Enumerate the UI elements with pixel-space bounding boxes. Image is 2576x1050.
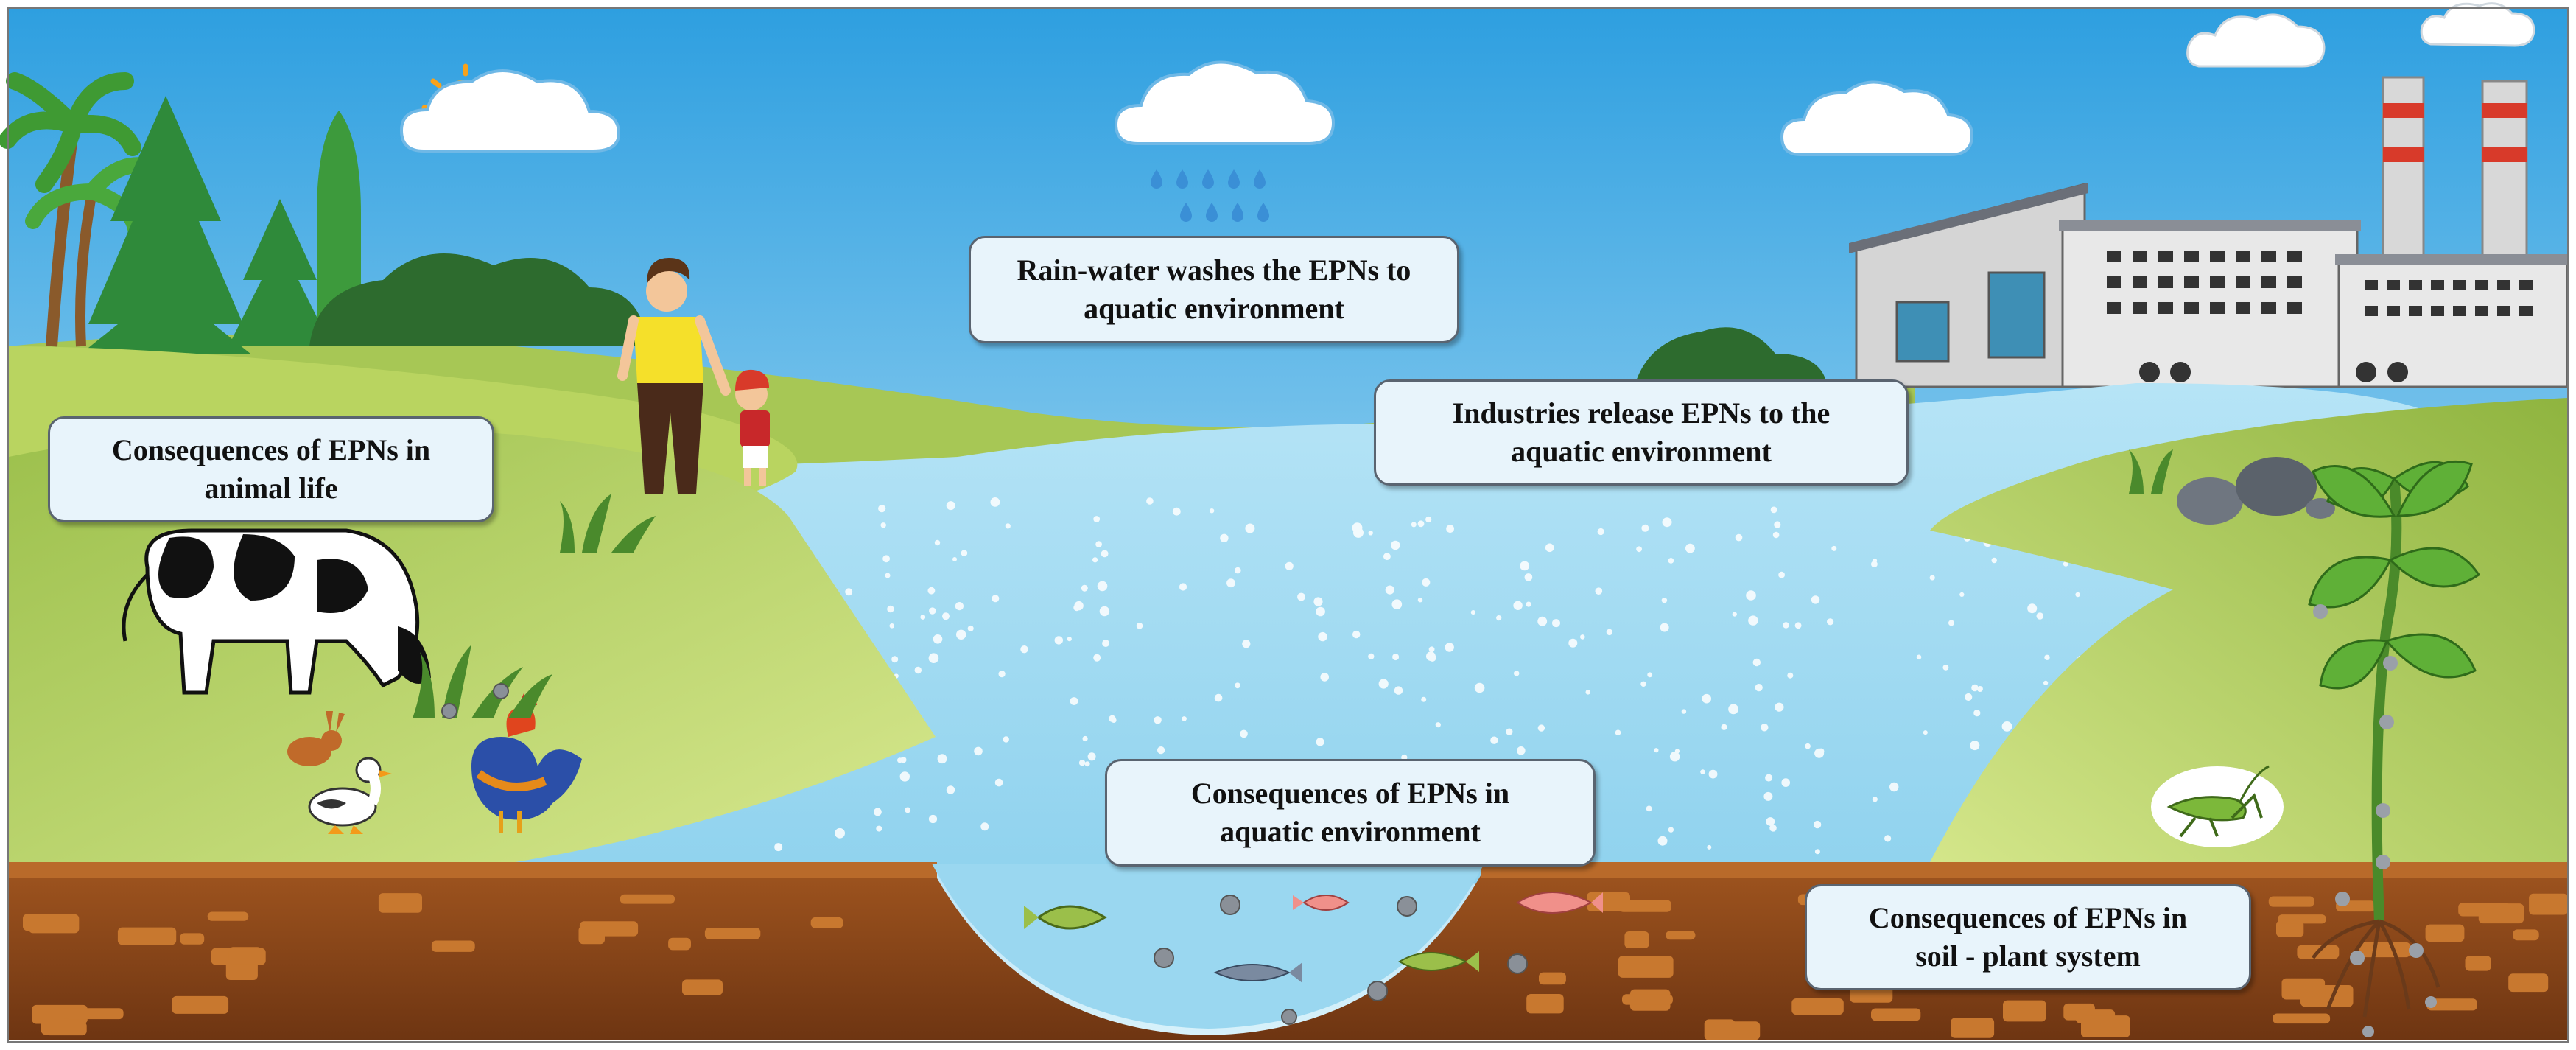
person-icon xyxy=(617,258,731,494)
label-aquatic: Consequences of EPNs in aquatic environm… xyxy=(1105,759,1596,867)
pond-basin xyxy=(932,864,1484,1029)
label-animal-line1: Consequences of EPNs in xyxy=(111,433,431,466)
tree-icon xyxy=(81,96,361,354)
label-animal: Consequences of EPNs in animal life xyxy=(48,416,494,522)
soil-top xyxy=(9,862,937,878)
bushes xyxy=(1635,327,1827,383)
label-soil-line2: soil - plant system xyxy=(1915,939,2141,973)
label-industry-line1: Industries release EPNs to the xyxy=(1452,396,1831,430)
rain-drops-icon xyxy=(1151,169,1269,222)
cloud-icon xyxy=(1780,80,1974,156)
label-animal-line2: animal life xyxy=(204,472,338,505)
label-aquatic-line1: Consequences of EPNs in xyxy=(1190,777,1510,810)
cloud-icon xyxy=(1114,60,1336,145)
label-rain-line1: Rain-water washes the EPNs to xyxy=(1017,253,1411,287)
bushes xyxy=(309,253,648,346)
label-soil-line1: Consequences of EPNs in xyxy=(1868,901,2188,934)
label-soil: Consequences of EPNs in soil - plant sys… xyxy=(1805,884,2251,990)
soil-top xyxy=(1481,862,2567,878)
child-icon xyxy=(735,369,770,486)
label-industry-line2: aquatic environment xyxy=(1511,435,1772,468)
duck-icon xyxy=(308,757,392,834)
grasshopper-icon xyxy=(2151,765,2284,847)
cloud-icon xyxy=(399,69,621,153)
grass-tuft xyxy=(413,449,2173,718)
rock-icon xyxy=(2177,457,2335,525)
label-industry: Industries release EPNs to the aquatic e… xyxy=(1374,379,1909,486)
rabbit-icon xyxy=(287,711,345,766)
factory-icon xyxy=(1849,76,2569,388)
particle-icon xyxy=(441,683,1528,1025)
fish-icon xyxy=(1024,892,1603,983)
label-rain: Rain-water washes the EPNs to aquatic en… xyxy=(969,236,1459,343)
plant-icon xyxy=(2308,460,2481,1037)
cloud-icon xyxy=(2186,2,2535,68)
label-rain-line2: aquatic environment xyxy=(1084,292,1344,325)
label-aquatic-line2: aquatic environment xyxy=(1220,815,1481,848)
